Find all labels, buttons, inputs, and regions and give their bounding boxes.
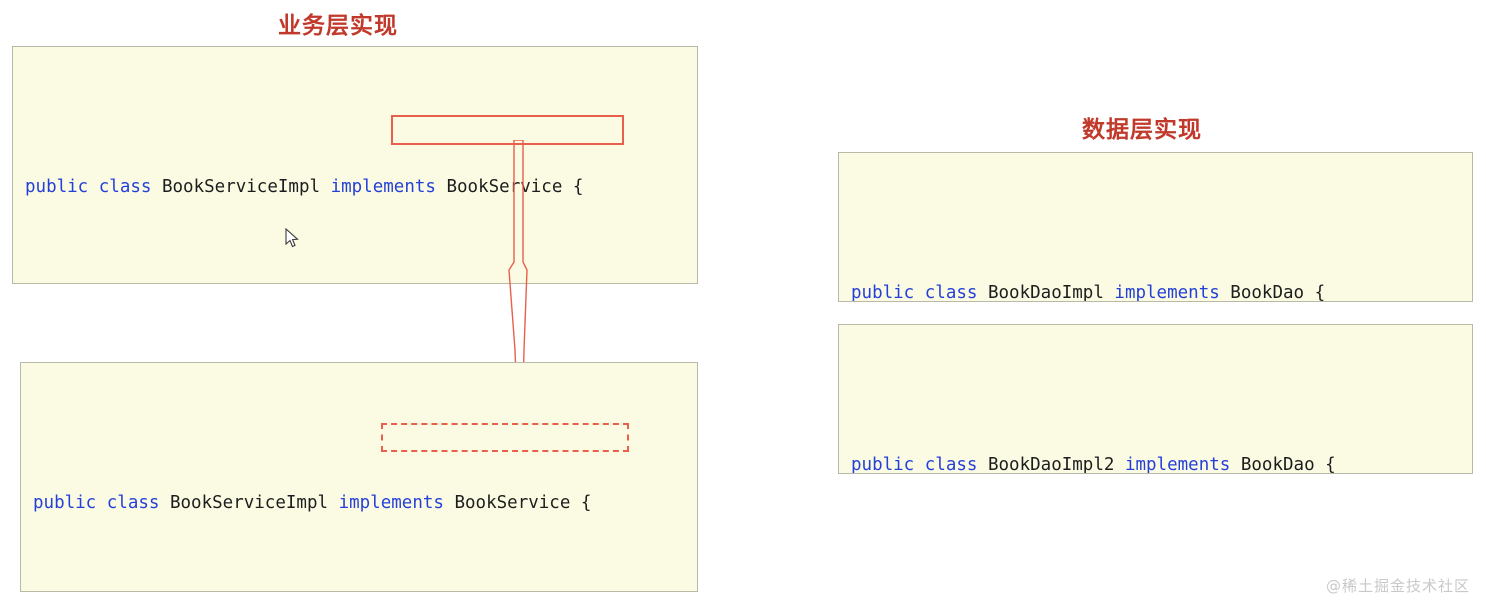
token-class-name: BookServiceImpl bbox=[151, 177, 331, 197]
code-line: public class BookServiceImpl implements … bbox=[33, 489, 697, 517]
token-keyword-class: class bbox=[106, 493, 160, 513]
token-keyword-implements: implements bbox=[330, 177, 436, 197]
token-keyword-public: public bbox=[33, 493, 97, 513]
token-interface-name: BookDao { bbox=[1219, 283, 1326, 302]
code-content: public class BookServiceImpl implements … bbox=[21, 419, 697, 591]
code-content: public class BookDaoImpl implements Book… bbox=[839, 209, 1472, 302]
code-panel-service-impl-after: public class BookServiceImpl implements … bbox=[20, 362, 698, 592]
token-interface-name: BookService { bbox=[443, 493, 592, 513]
token-keyword-class: class bbox=[914, 283, 978, 302]
code-line: public class BookDaoImpl implements Book… bbox=[851, 279, 1472, 302]
token-keyword-class: class bbox=[914, 455, 978, 474]
code-line: public class BookDaoImpl2 implements Boo… bbox=[851, 451, 1472, 474]
token-keyword-class: class bbox=[98, 177, 152, 197]
section-title-business-layer: 业务层实现 bbox=[278, 13, 398, 39]
code-line-blank bbox=[25, 257, 697, 283]
code-line-blank bbox=[33, 573, 697, 591]
token-keyword-implements: implements bbox=[338, 493, 444, 513]
watermark-text: @稀土掘金技术社区 bbox=[1325, 577, 1470, 595]
token-interface-name: BookService { bbox=[435, 177, 584, 197]
token-keyword-public: public bbox=[851, 283, 915, 302]
section-title-data-layer: 数据层实现 bbox=[1082, 117, 1202, 143]
token-keyword-implements: implements bbox=[1124, 455, 1231, 474]
code-content: public class BookServiceImpl implements … bbox=[13, 103, 697, 283]
token-keyword-public: public bbox=[25, 177, 89, 197]
code-panel-service-impl-before: public class BookServiceImpl implements … bbox=[12, 46, 698, 284]
code-panel-dao-impl: public class BookDaoImpl implements Book… bbox=[838, 152, 1473, 302]
token-class-name: BookDaoImpl2 bbox=[977, 455, 1125, 474]
code-panel-dao-impl2: public class BookDaoImpl2 implements Boo… bbox=[838, 324, 1473, 474]
token-class-name: BookServiceImpl bbox=[159, 493, 339, 513]
token-interface-name: BookDao { bbox=[1230, 455, 1336, 474]
code-content: public class BookDaoImpl2 implements Boo… bbox=[839, 381, 1472, 474]
token-keyword-public: public bbox=[851, 455, 915, 474]
code-line: public class BookServiceImpl implements … bbox=[25, 173, 697, 201]
token-keyword-implements: implements bbox=[1114, 283, 1220, 302]
token-class-name: BookDaoImpl bbox=[977, 283, 1115, 302]
